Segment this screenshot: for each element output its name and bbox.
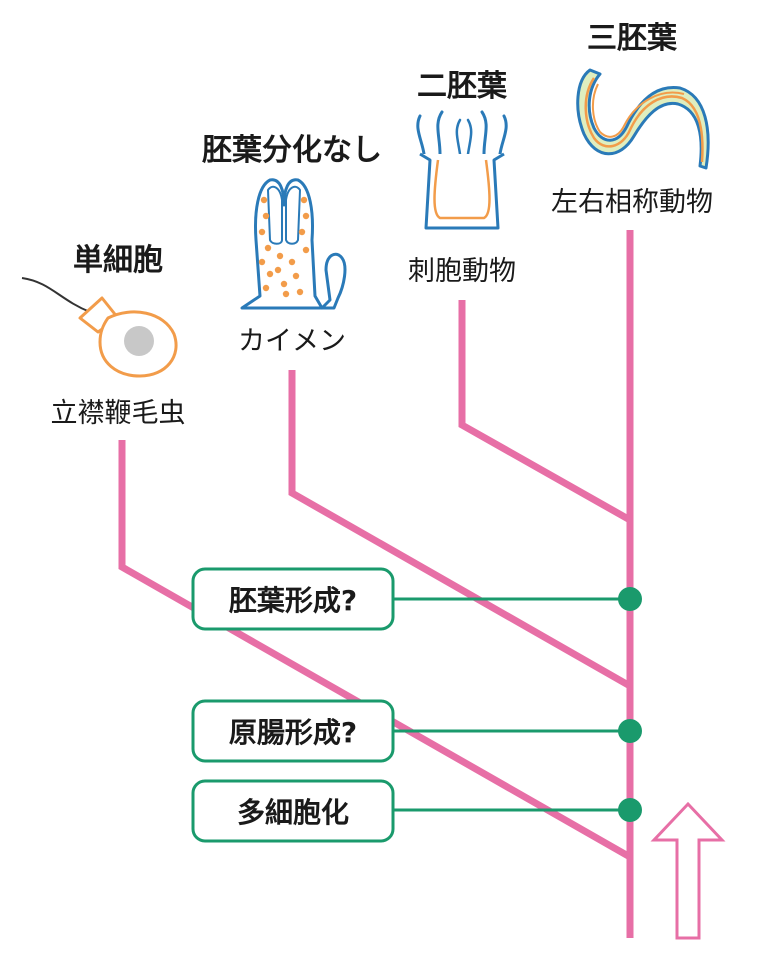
event-box xyxy=(191,567,395,631)
event-box xyxy=(191,699,395,763)
organism-name: 左右相称動物 xyxy=(551,187,713,218)
group-heading: 三胚葉 xyxy=(587,21,678,56)
event-label: 胚葉形成? xyxy=(229,584,357,617)
group-heading: 単細胞 xyxy=(73,243,163,278)
group-no-germ-layers: 胚葉分化なし カイメン xyxy=(202,133,382,357)
group-heading: 胚葉分化なし xyxy=(202,133,382,168)
group-heading: 二胚葉 xyxy=(417,69,508,104)
event-node xyxy=(618,719,642,743)
event-label: 原腸形成? xyxy=(229,716,357,749)
choanoflagellate-branch xyxy=(118,440,632,861)
group-triploblast: 三胚葉 左右相称動物 xyxy=(551,21,713,218)
time-arrow-up-icon xyxy=(650,801,726,940)
event-node xyxy=(618,587,642,611)
event-germ-layer-formation: 胚葉形成? xyxy=(191,567,642,631)
organism-name: 立襟鞭毛虫 xyxy=(51,398,186,429)
organism-name: カイメン xyxy=(238,326,346,357)
cnidarian-branch xyxy=(458,300,632,524)
sponge-icon xyxy=(240,178,347,310)
sponge-branch xyxy=(288,370,632,690)
worm-icon xyxy=(576,68,710,170)
event-label: 多細胞化 xyxy=(237,796,349,829)
event-gastrulation: 原腸形成? xyxy=(191,699,642,763)
group-diploblast: 二胚葉 刺胞動物 xyxy=(408,69,516,287)
group-unicellular: 単細胞 立襟鞭毛虫 xyxy=(21,243,186,429)
cnidarian-icon xyxy=(416,110,508,230)
choanoflagellate-icon xyxy=(21,277,178,378)
event-node xyxy=(618,798,642,822)
organism-name: 刺胞動物 xyxy=(408,256,516,287)
event-multicellularity: 多細胞化 xyxy=(191,779,642,843)
event-box xyxy=(191,779,395,843)
